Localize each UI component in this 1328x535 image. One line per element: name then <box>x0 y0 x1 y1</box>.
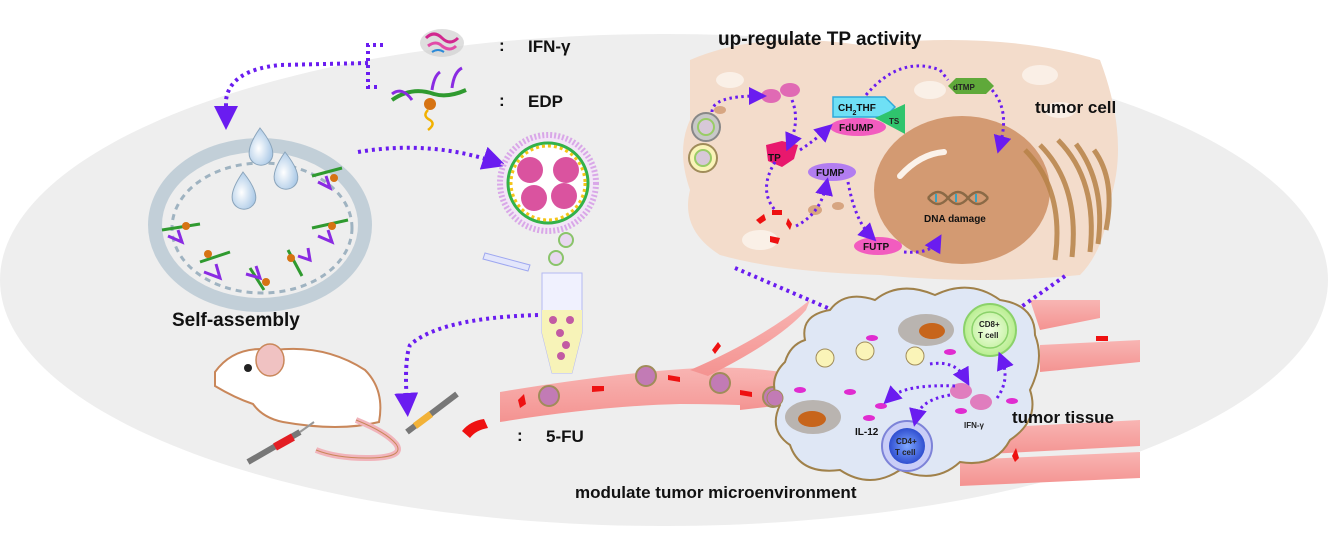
ch2thf-subscript: 2 <box>852 110 856 117</box>
pathway-arrows <box>710 64 1012 255</box>
nanoparticle-in-tissue-icon <box>766 341 925 407</box>
self-assembly-label: Self-assembly <box>172 310 300 331</box>
edp-legend-label: EDP <box>528 92 563 111</box>
futp-node: FUTP <box>854 237 902 255</box>
5-fu-legend: : 5-FU <box>462 419 584 446</box>
ifn-gamma-tissue-label: IFN-γ <box>964 421 985 430</box>
fdump-label: FdUMP <box>839 123 874 134</box>
edp-separator: : <box>499 91 505 110</box>
tumor-cell-label: tumor cell <box>1035 98 1116 117</box>
syringe-icon <box>246 421 315 465</box>
dtmp-label: dTMP <box>953 83 975 92</box>
arrow-legend-to-self-assembly <box>214 61 369 130</box>
self-assembly-illustration <box>148 127 372 312</box>
dna-helix-icon <box>927 190 989 206</box>
dna-damage-label: DNA damage <box>924 214 986 225</box>
futp-label: FUTP <box>863 242 889 253</box>
nucleus <box>874 116 1050 264</box>
water-droplet-icon <box>231 127 299 210</box>
nanoparticle-uptake-icon <box>688 112 721 173</box>
microcentrifuge-tube-icon <box>482 252 583 374</box>
upregulate-tp-label: up-regulate TP activity <box>718 29 922 50</box>
edp-chain-icon <box>161 166 349 291</box>
syringe-icon <box>405 391 459 435</box>
ifn-gamma-protein-icon <box>420 29 464 57</box>
tissue-arrows <box>883 351 1014 427</box>
fump-node: FUMP <box>808 163 856 181</box>
5-fu-separator: : <box>517 426 523 445</box>
arrow-assembly-to-nanoparticle <box>357 145 507 170</box>
svg-text:CH2THF: CH2THF <box>838 103 876 117</box>
cd8-label-line2: T cell <box>978 331 998 340</box>
cd4-label-line2: T cell <box>895 448 915 457</box>
ifn-gamma-legend-label: IFN-γ <box>528 37 571 56</box>
5-fu-legend-label: 5-FU <box>546 427 584 446</box>
cd8-label-line1: CD8+ <box>979 320 1000 329</box>
small-nanoparticle-icon <box>548 232 574 266</box>
nanoparticle-icon <box>497 132 599 234</box>
arrow-tube-to-injection <box>394 313 539 417</box>
mouse-icon <box>214 343 401 462</box>
ts-label: TS <box>889 117 900 126</box>
ch2thf-label: CH <box>838 103 852 114</box>
dtmp-node: dTMP <box>948 78 994 94</box>
5-fu-drug-icon <box>756 210 792 244</box>
legend-bracket <box>366 43 383 89</box>
ch2thf-tail: THF <box>856 103 875 114</box>
5-fu-drug-icon <box>518 336 1108 462</box>
edp-polymer-icon <box>390 66 467 131</box>
tumor-tissue: CD8+ T cell CD4+ T cell IL-12 IFN-γ <box>766 286 1040 481</box>
5-fu-drug-icon <box>462 419 488 438</box>
cd4-t-cell: CD4+ T cell <box>881 420 933 472</box>
background-ellipse <box>0 34 1328 526</box>
cd8-t-cell: CD8+ T cell <box>963 303 1017 357</box>
modulate-microenvironment-label: modulate tumor microenvironment <box>575 483 857 502</box>
cytokine-particle-icon <box>794 335 1018 421</box>
tumor-cell-mini <box>785 314 954 434</box>
cd4-label-line1: CD4+ <box>896 437 917 446</box>
tp-label: TP <box>768 153 781 164</box>
edp-legend: : EDP <box>390 66 563 131</box>
ts-node: TS <box>875 104 905 134</box>
tumor-tissue-label: tumor tissue <box>1012 408 1114 427</box>
ifn-gamma-separator: : <box>499 36 505 55</box>
golgi-apparatus <box>1023 138 1112 261</box>
il12-label: IL-12 <box>855 427 879 438</box>
ifn-gamma-legend: : IFN-γ <box>420 29 571 57</box>
fump-label: FUMP <box>816 168 845 179</box>
fdump-node: FdUMP <box>830 118 886 136</box>
ifn-gamma-protein-icon <box>950 383 992 410</box>
